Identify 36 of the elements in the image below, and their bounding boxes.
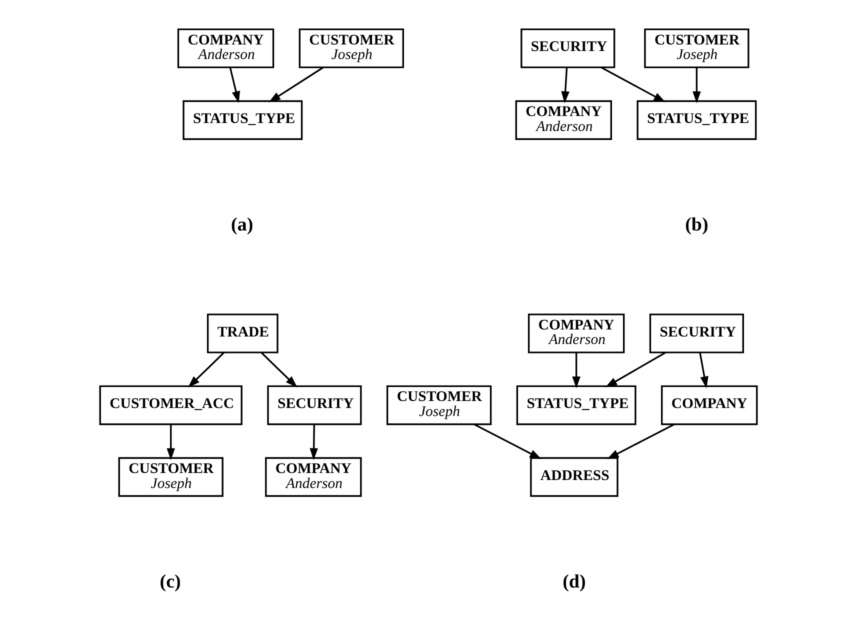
arrow (605, 352, 666, 388)
node-box: STATUS_TYPE (516, 385, 636, 426)
arrow (606, 424, 675, 460)
arrow (229, 68, 240, 104)
node-box: COMPANY Anderson (515, 100, 612, 140)
arrow (310, 424, 318, 460)
node-box: ADDRESS (530, 457, 618, 497)
arrow (260, 352, 298, 388)
node-box: CUSTOMER Joseph (644, 28, 750, 68)
node-box: CUSTOMER Joseph (298, 28, 404, 68)
arrow (692, 68, 701, 104)
arrow (572, 352, 580, 388)
node-box: SECURITY (267, 385, 362, 426)
node-box: COMPANY Anderson (177, 28, 274, 68)
arrow (166, 424, 176, 460)
arrow (600, 66, 666, 102)
node-box: CUSTOMER Joseph (386, 385, 492, 426)
node-box: COMPANY (661, 385, 758, 426)
label: (a) (231, 214, 254, 236)
arrow (561, 68, 570, 104)
node-box: STATUS_TYPE (182, 100, 303, 140)
label: (b) (685, 214, 708, 236)
arrow (268, 66, 324, 102)
label: (d) (562, 571, 586, 592)
label: (c) (160, 571, 181, 592)
node-box: SECURITY (520, 28, 616, 68)
node-box: CUSTOMER Joseph (118, 457, 224, 497)
node-box: COMPANY Anderson (265, 457, 362, 497)
arrow (188, 352, 224, 388)
node-box: COMPANY Anderson (528, 314, 625, 354)
node-box: STATUS_TYPE (636, 100, 757, 140)
arrow (474, 424, 542, 460)
node-box: SECURITY (649, 314, 744, 354)
node-box: TRADE (206, 314, 278, 354)
node-box: CUSTOMER_ACC (99, 385, 242, 426)
arrow (699, 352, 708, 388)
